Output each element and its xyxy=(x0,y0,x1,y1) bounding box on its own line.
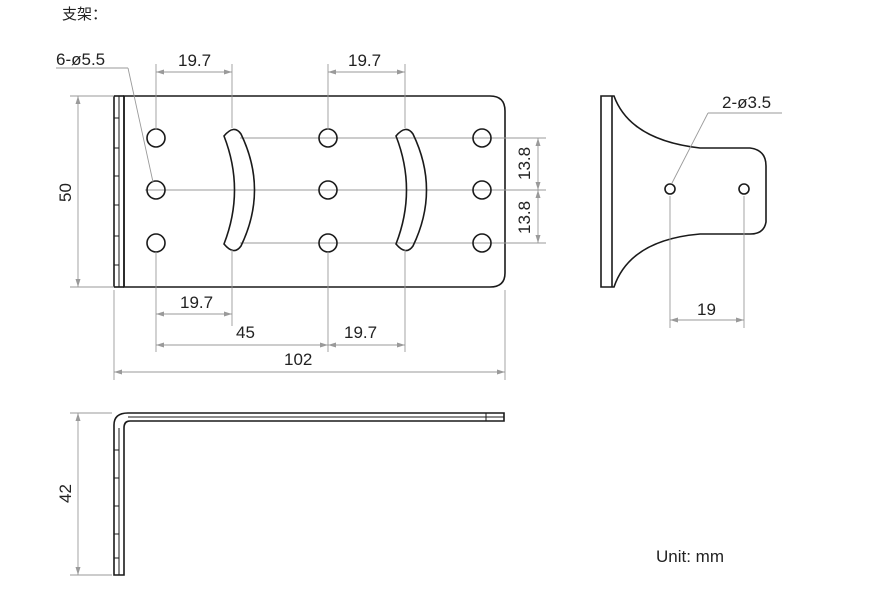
arrowhead xyxy=(224,69,232,75)
bottom-spacing-right-label: 19.7 xyxy=(344,323,377,342)
arrowhead xyxy=(535,182,541,190)
bent-profile-outline xyxy=(113,412,505,576)
mounting-hole xyxy=(472,128,492,148)
top-view-dimensions: 6-ø5.5 19.7 19.7 50 13.8 13.8 19.7 45 19… xyxy=(56,50,541,380)
height-label: 50 xyxy=(56,183,75,202)
mounting-hole xyxy=(146,233,166,253)
vertical-spacing-upper-label: 13.8 xyxy=(515,147,534,180)
arrowhead xyxy=(670,317,678,323)
curved-slot-left xyxy=(223,128,256,252)
slot-span-label: 45 xyxy=(236,323,255,342)
arrowhead xyxy=(75,413,81,421)
bent-height-label: 42 xyxy=(56,484,75,503)
arrowhead xyxy=(75,567,81,575)
mounting-hole xyxy=(472,180,492,200)
side-view-outline xyxy=(600,95,767,288)
arrowhead xyxy=(156,69,164,75)
side-hole-callout-label: 2-ø3.5 xyxy=(722,93,771,112)
bottom-spacing-left-label: 19.7 xyxy=(180,293,213,312)
arrowhead xyxy=(156,342,164,348)
mounting-hole xyxy=(472,233,492,253)
arrowhead xyxy=(535,138,541,146)
arrowhead xyxy=(535,190,541,198)
unit-label: Unit: mm xyxy=(656,547,724,566)
vertical-spacing-lower-label: 13.8 xyxy=(515,201,534,234)
hole-callout-label: 6-ø5.5 xyxy=(56,50,105,69)
drawing-title: 支架： xyxy=(62,5,108,23)
arrowhead xyxy=(397,342,405,348)
overall-length-label: 102 xyxy=(284,350,312,369)
side-mounting-hole xyxy=(738,183,750,195)
top-spacing-left-label: 19.7 xyxy=(178,51,211,70)
arrowhead xyxy=(224,311,232,317)
arrowhead xyxy=(497,369,505,375)
hole-callout-leader xyxy=(127,67,154,183)
arrowhead xyxy=(75,279,81,287)
arrowhead xyxy=(736,317,744,323)
arrowhead xyxy=(75,96,81,104)
top-view-plate xyxy=(113,95,546,288)
top-spacing-right-label: 19.7 xyxy=(348,51,381,70)
curved-slot-right xyxy=(395,128,428,252)
mounting-hole xyxy=(318,180,338,200)
arrowhead xyxy=(114,369,122,375)
bent-profile-view: 42 xyxy=(56,412,505,576)
arrowhead xyxy=(320,342,328,348)
side-mounting-hole xyxy=(664,183,676,195)
arrowhead xyxy=(328,69,336,75)
arrowhead xyxy=(156,311,164,317)
arrowhead xyxy=(535,235,541,243)
mounting-hole xyxy=(146,128,166,148)
plate-outline xyxy=(123,95,506,288)
arrowhead xyxy=(328,342,336,348)
side-view: 2-ø3.5 19 xyxy=(600,93,782,328)
arrowhead xyxy=(397,69,405,75)
side-hole-spacing-label: 19 xyxy=(697,300,716,319)
mounting-hole xyxy=(146,180,166,200)
side-hole-callout-leader xyxy=(671,112,709,184)
